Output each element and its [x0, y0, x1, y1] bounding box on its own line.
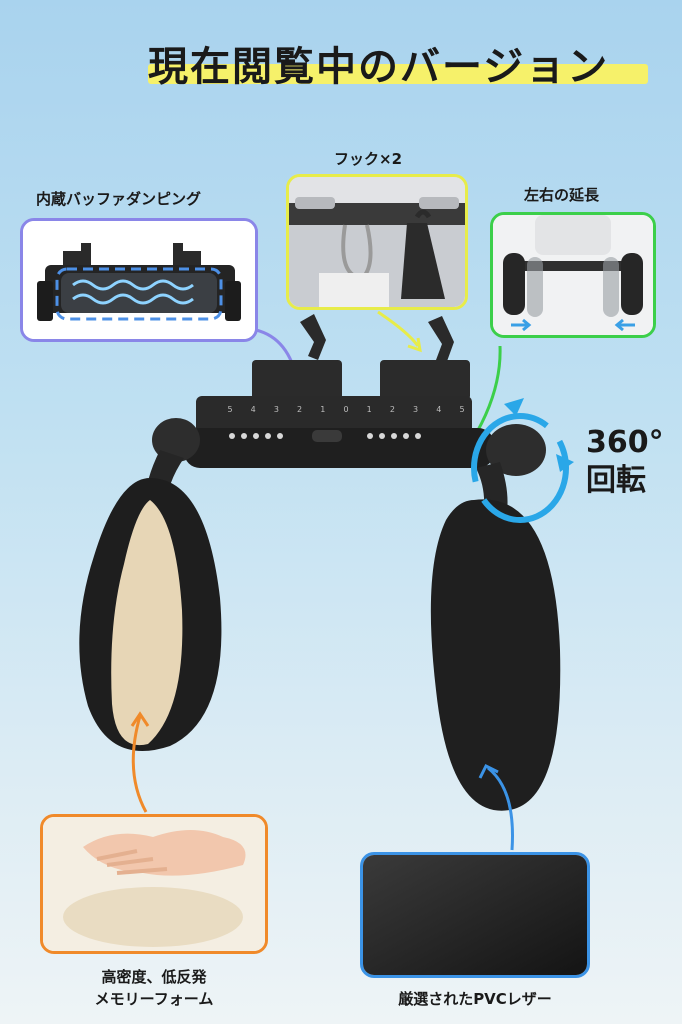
extend-label: 左右の延長 — [524, 186, 600, 204]
rotation-degrees: 360° — [586, 425, 664, 460]
scale-mark: 5 — [459, 405, 464, 414]
scale-mark: 2 — [390, 405, 395, 414]
rotation-label: 回転 — [586, 463, 646, 498]
hooks-label: フック×2 — [334, 150, 403, 168]
scale-mark: 1 — [367, 405, 372, 414]
buffer-box — [20, 218, 258, 342]
foam-caption: 高密度、低反発 メモリーフォーム — [40, 966, 268, 1010]
buffer-label: 内蔵バッファダンピング — [36, 190, 202, 208]
scale-mark: 0 — [343, 405, 348, 414]
title-text: 現在閲覧中のバージョン — [148, 44, 610, 90]
foam-box — [40, 814, 268, 954]
leather-box — [360, 852, 590, 978]
rotation-text: 360° 回転 — [586, 424, 664, 500]
scale-mark: 3 — [413, 405, 418, 414]
scale-mark: 5 — [227, 405, 232, 414]
scale-mark: 2 — [297, 405, 302, 414]
hooks-illustration — [289, 177, 465, 307]
extend-illustration — [493, 215, 653, 335]
scale-mark: 1 — [320, 405, 325, 414]
title-highlight — [148, 64, 648, 84]
memory-foam-illustration — [43, 817, 265, 951]
extend-box — [490, 212, 656, 338]
hooks-box — [286, 174, 468, 310]
page-title: 現在閲覧中のバージョン — [148, 34, 668, 90]
scale-mark: 4 — [251, 405, 256, 414]
pvc-leather-texture — [363, 855, 587, 975]
scale-mark: 3 — [274, 405, 279, 414]
scale-mark: 4 — [436, 405, 441, 414]
leather-caption: 厳選されたPVCレザー — [398, 990, 552, 1008]
foam-caption-line1: 高密度、低反発 — [101, 968, 207, 986]
foam-caption-line2: メモリーフォーム — [94, 990, 214, 1008]
buffer-damping-illustration — [23, 221, 255, 339]
